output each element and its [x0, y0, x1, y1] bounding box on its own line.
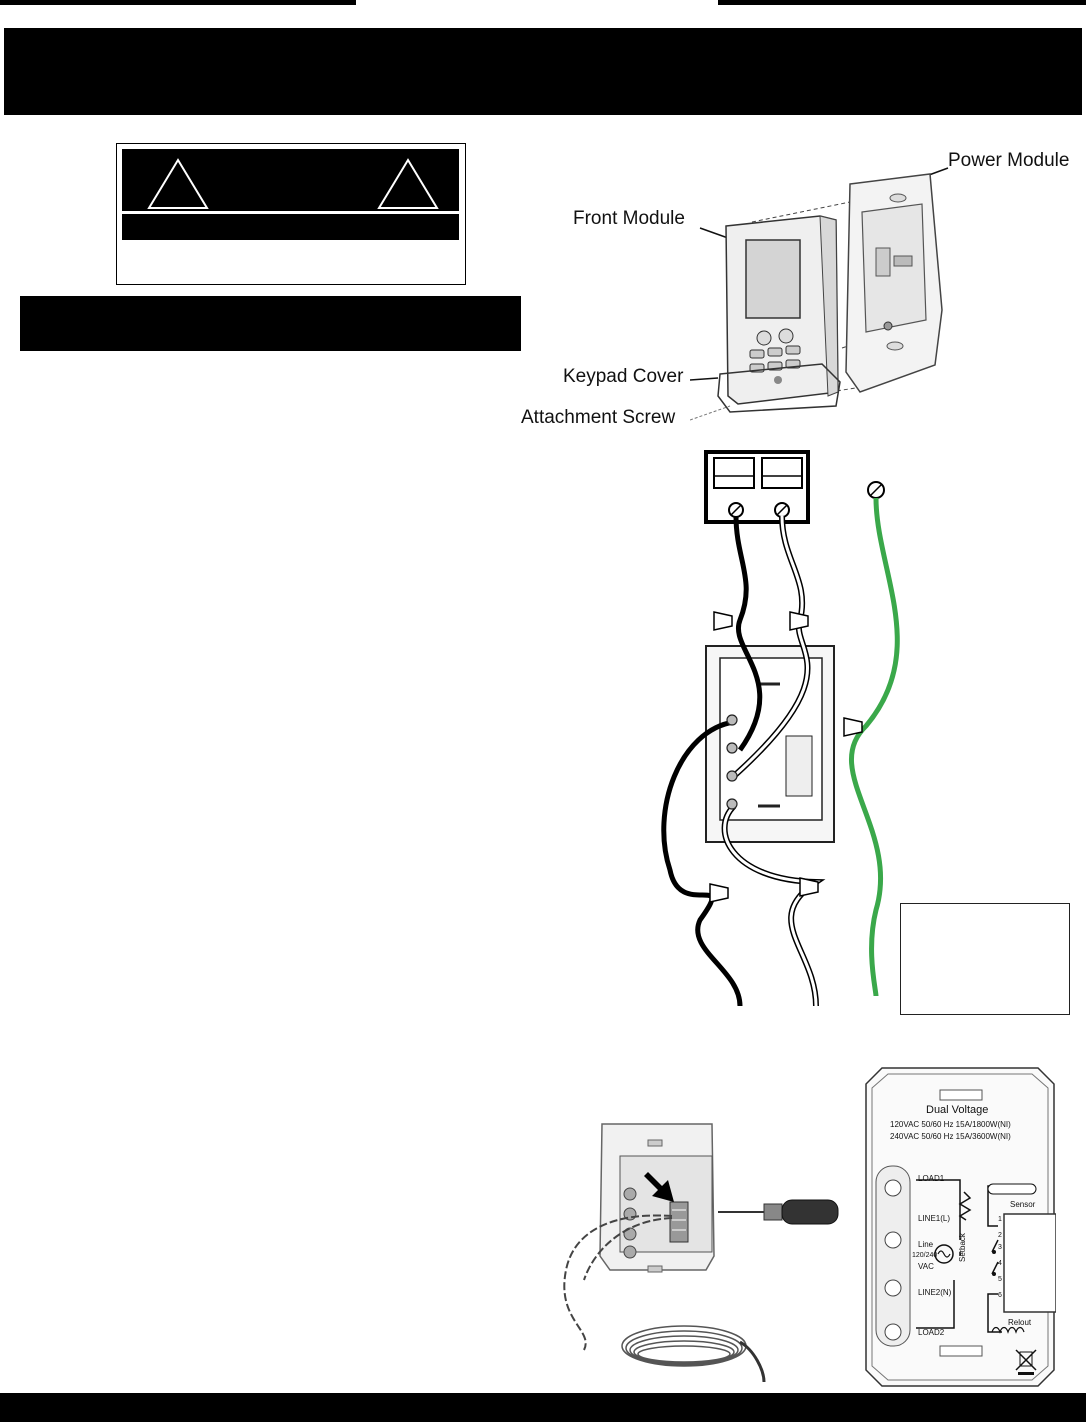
ac-source-icon — [934, 1244, 954, 1264]
power-module — [845, 173, 943, 393]
warning-triangle-icon — [147, 158, 209, 209]
resistor-icon — [958, 1191, 972, 1221]
ground-wire — [849, 497, 900, 997]
terminal-2: 2 — [998, 1232, 1002, 1239]
keypad-cover — [717, 363, 841, 413]
terminal-6: 6 — [998, 1292, 1002, 1299]
load1-label: LOAD1 — [918, 1174, 945, 1183]
sensor-cable-coil — [621, 1325, 747, 1367]
note-box — [900, 903, 1070, 1015]
line2-label: LINE2(N) — [918, 1288, 952, 1297]
screwdriver-icon — [718, 1199, 839, 1225]
relay-coil-icon — [991, 1326, 1025, 1334]
bottom-bar — [0, 1393, 1086, 1422]
weee-bin-icon — [1015, 1349, 1037, 1375]
terminal-1: 1 — [998, 1216, 1002, 1223]
warning-triangle-icon — [377, 158, 439, 209]
warning-header — [122, 149, 459, 211]
back-panel: Dual Voltage 120VAC 50/60 Hz 15A/1800W(N… — [864, 1066, 1056, 1388]
vac-label: VAC — [918, 1262, 934, 1271]
arrow-icon — [644, 1172, 674, 1202]
front-module — [725, 215, 839, 405]
spec-line-2: 240VAC 50/60 Hz 15A/3600W(NI) — [890, 1132, 1011, 1141]
thermostat-exploded-diagram — [690, 167, 949, 421]
line-wire — [661, 515, 763, 1007]
line-label: Line — [918, 1240, 934, 1249]
warning-strip — [122, 214, 459, 240]
wiring-diagram — [661, 450, 900, 1007]
wire-nut-icon — [713, 611, 733, 631]
front-module-label: Front Module — [573, 208, 685, 229]
top-rule-right — [718, 0, 1086, 5]
terminal-5: 5 — [998, 1276, 1002, 1283]
sensor-label: Sensor — [1010, 1200, 1036, 1209]
voltage-label: 120/240 — [912, 1252, 938, 1259]
dual-voltage-title: Dual Voltage — [926, 1104, 989, 1116]
title-bar — [4, 28, 1082, 115]
power-module-label: Power Module — [948, 150, 1070, 171]
wire-nut-icon — [789, 611, 809, 631]
power-module-rear — [599, 1123, 715, 1273]
top-rule-left — [0, 0, 356, 5]
wire-nut-icon — [799, 877, 819, 897]
wire-nut-icon — [709, 883, 729, 903]
section-heading-bar — [20, 296, 521, 351]
setback-label: Setback — [958, 1233, 967, 1262]
attachment-screw-label: Attachment Screw — [521, 407, 676, 428]
wire-nut-icon — [843, 717, 863, 737]
terminal-3: 3 — [998, 1244, 1002, 1251]
relout-label: Relout — [1008, 1318, 1032, 1327]
warning-box — [116, 143, 466, 285]
sensor-connection-diagram — [563, 1123, 839, 1383]
terminal-4: 4 — [998, 1260, 1002, 1267]
spec-line-1: 120VAC 50/60 Hz 15A/1800W(NI) — [890, 1120, 1011, 1129]
keypad-cover-label: Keypad Cover — [563, 366, 684, 387]
line1-label: LINE1(L) — [918, 1214, 951, 1223]
load2-label: LOAD2 — [918, 1328, 945, 1337]
breaker-block — [704, 450, 810, 524]
